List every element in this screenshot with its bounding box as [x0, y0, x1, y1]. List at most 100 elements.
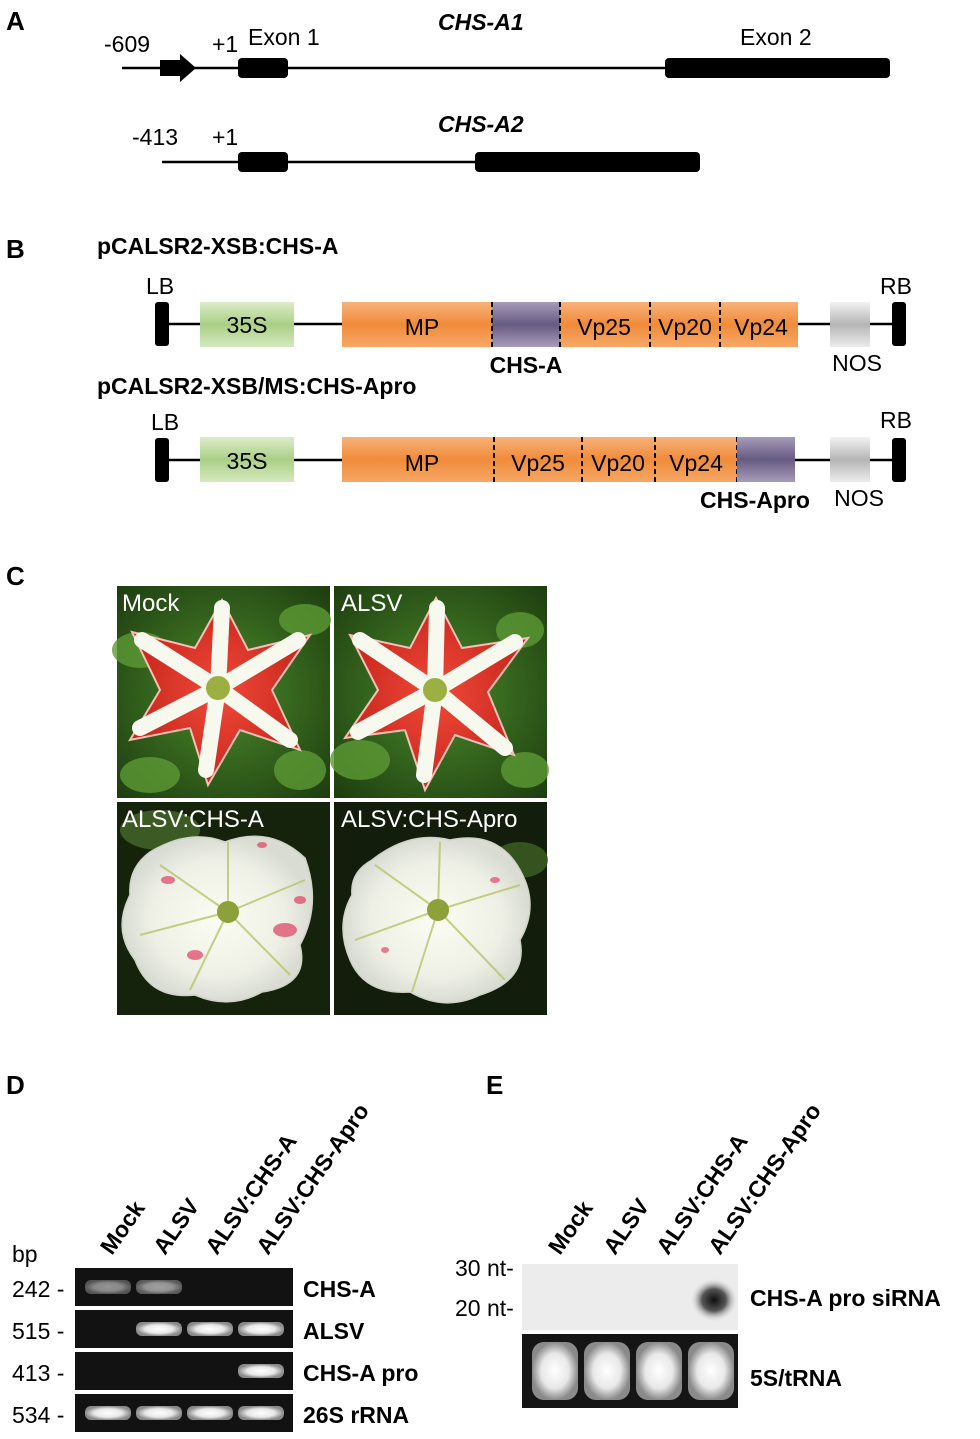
gel-d-band	[85, 1406, 131, 1420]
construct-2-promoter: 35S	[227, 448, 268, 474]
flower-center	[423, 678, 447, 702]
panel-c: C Mock	[6, 561, 549, 1016]
flower-center	[427, 899, 449, 921]
construct-1-seg-vp24: Vp24	[734, 314, 788, 340]
panel-d: D Mock ALSV ALSV:CHS-A ALSV:CHS-Apro bp …	[6, 1070, 418, 1432]
construct-1-terminator: NOS	[832, 350, 882, 376]
blot-e-lane-label: ALSV	[598, 1193, 655, 1259]
gel-d-band	[136, 1280, 182, 1294]
construct-2-lb: LB	[151, 409, 179, 435]
blot-e-rrna-band	[688, 1342, 734, 1400]
construct-1-rb: RB	[880, 273, 912, 299]
gene-chs-a2-tss: +1	[212, 124, 238, 150]
construct-2-insert-box	[737, 437, 795, 482]
gel-d-band	[187, 1406, 233, 1420]
gel-d-band	[238, 1322, 284, 1336]
construct-2-insert: CHS-Apro	[700, 487, 810, 513]
flower-center	[217, 901, 239, 923]
gel-d-row-name: ALSV	[303, 1318, 365, 1344]
flower-center	[206, 676, 230, 700]
construct-1-name: pCALSR2-XSB:CHS-A	[97, 233, 339, 259]
gene-chs-a1: -609 +1 Exon 1 CHS-A1 Exon 2	[104, 9, 890, 82]
blot-e-marker: 20 nt-	[455, 1295, 514, 1321]
photo-alsv-chs-a: ALSV:CHS-A	[117, 802, 330, 1015]
gel-d-size: 515 -	[12, 1318, 64, 1344]
gel-d-band	[238, 1364, 284, 1378]
photo-alsv-chs-apro: ALSV:CHS-Apro	[334, 802, 548, 1015]
gene-chs-a2: -413 +1 CHS-A2	[132, 111, 700, 172]
construct-2-rb-border	[892, 438, 906, 482]
gel-d-band	[136, 1406, 182, 1420]
photo-label: ALSV:CHS-A	[122, 806, 264, 833]
gene-chs-a1-start: -609	[104, 31, 150, 57]
construct-2-viral-box	[342, 437, 737, 482]
flower-white-stripes	[132, 600, 306, 778]
panel-e: E Mock ALSV ALSV:CHS-A ALSV:CHS-Apro 30 …	[455, 1070, 941, 1408]
flower-petals	[121, 835, 314, 1003]
construct-1: pCALSR2-XSB:CHS-A LB RB 35S MP Vp25 Vp20…	[97, 233, 912, 378]
gel-d-band	[187, 1322, 233, 1336]
blot-e-rrna-band	[584, 1342, 630, 1400]
construct-1-terminator-box	[830, 302, 870, 347]
panel-a-label: A	[6, 6, 25, 36]
blot-e-row-name: 5S/tRNA	[750, 1365, 842, 1391]
construct-2: pCALSR2-XSB/MS:CHS-Apro LB RB 35S MP Vp2…	[97, 373, 912, 513]
pink-flecks	[161, 842, 306, 960]
gene-chs-a2-exon2	[475, 152, 700, 172]
gel-d-size: 534 -	[12, 1402, 64, 1428]
gene-chs-a2-name: CHS-A2	[438, 111, 524, 137]
panel-c-label: C	[6, 561, 25, 591]
blot-e-rrna-bands	[532, 1342, 734, 1400]
gel-d-size: 413 -	[12, 1360, 64, 1386]
construct-2-terminator: NOS	[834, 485, 884, 511]
gel-d-bands	[85, 1280, 284, 1420]
blot-e-lane-label: Mock	[543, 1196, 598, 1259]
construct-1-vp-box	[560, 302, 798, 347]
construct-2-lb-border	[155, 438, 169, 482]
photo-alsv: ALSV	[330, 586, 549, 798]
promoter-arrow-icon	[160, 54, 196, 82]
gel-d-lane-label: ALSV	[148, 1193, 205, 1259]
flower-white-stripes	[350, 600, 523, 783]
photo-label: Mock	[122, 590, 180, 617]
construct-1-seg-mp: MP	[405, 314, 440, 340]
blot-e-marker: 30 nt-	[455, 1255, 514, 1281]
blot-e-rrna-band	[532, 1342, 578, 1400]
gene-chs-a1-exon1	[238, 58, 288, 78]
gel-d-row-name: CHS-A	[303, 1276, 376, 1302]
construct-2-seg-mp: MP	[405, 450, 440, 476]
gene-chs-a2-start: -413	[132, 124, 178, 150]
construct-2-seg-vp25: Vp25	[511, 450, 565, 476]
construct-2-rb: RB	[880, 407, 912, 433]
gel-d-band	[85, 1280, 131, 1294]
flower-veins	[354, 841, 521, 993]
panel-b-label: B	[6, 234, 25, 264]
construct-1-mp-box	[342, 302, 492, 347]
construct-1-promoter-box	[200, 302, 294, 347]
gene-chs-a2-exon1	[238, 152, 288, 172]
gel-d-row-name: 26S rRNA	[303, 1402, 409, 1428]
photo-mock: Mock	[112, 586, 331, 798]
gel-d-lane-label: Mock	[95, 1196, 150, 1259]
gene-chs-a1-exon1-label: Exon 1	[248, 24, 320, 50]
pink-flecks	[381, 877, 500, 953]
construct-2-seg-vp24: Vp24	[669, 450, 723, 476]
gel-d-band	[238, 1406, 284, 1420]
construct-1-insert-box	[492, 302, 560, 347]
construct-2-name: pCALSR2-XSB/MS:CHS-Apro	[97, 373, 416, 399]
panel-e-label: E	[486, 1070, 503, 1100]
panel-d-label: D	[6, 1070, 25, 1100]
gene-chs-a1-exon2-label: Exon 2	[740, 24, 812, 50]
gene-chs-a1-exon2	[665, 58, 890, 78]
panel-b: B pCALSR2-XSB:CHS-A LB RB 35S MP Vp25 Vp…	[6, 233, 912, 513]
construct-1-seg-vp20: Vp20	[658, 314, 712, 340]
construct-2-seg-vp20: Vp20	[591, 450, 645, 476]
gel-d-band	[136, 1322, 182, 1336]
gel-d-unit: bp	[12, 1241, 38, 1267]
construct-1-promoter: 35S	[227, 312, 268, 338]
gel-d-row-name: CHS-A pro	[303, 1360, 418, 1386]
blot-e-rrna-band	[636, 1342, 682, 1400]
construct-2-terminator-box	[830, 437, 870, 482]
photo-label: ALSV:CHS-Apro	[341, 806, 518, 833]
gene-chs-a1-tss: +1	[212, 31, 238, 57]
